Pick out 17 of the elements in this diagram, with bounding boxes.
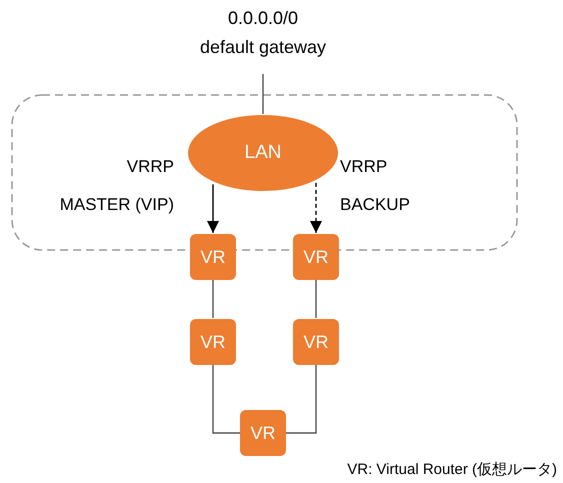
edge-label: VRRP BACKUP bbox=[340, 156, 411, 216]
router-box: VR bbox=[190, 319, 236, 365]
arrow bbox=[207, 184, 219, 233]
router-box: VR bbox=[240, 410, 286, 456]
connector-line bbox=[212, 280, 214, 318]
connector-line bbox=[315, 280, 317, 318]
connector-line bbox=[262, 74, 264, 114]
footnote: VR: Virtual Router (仮想ルータ) bbox=[347, 460, 557, 480]
router-box: VR bbox=[190, 234, 236, 280]
gateway-label: 0.0.0.0/0 default gateway bbox=[198, 4, 328, 62]
router-box: VR bbox=[293, 319, 339, 365]
arrow bbox=[310, 182, 322, 233]
connector-line bbox=[212, 365, 240, 434]
connector-line bbox=[286, 365, 317, 434]
network-ellipse: LAN bbox=[188, 115, 338, 191]
edge-label: VRRP MASTER (VIP) bbox=[58, 156, 174, 216]
router-box: VR bbox=[293, 234, 339, 280]
